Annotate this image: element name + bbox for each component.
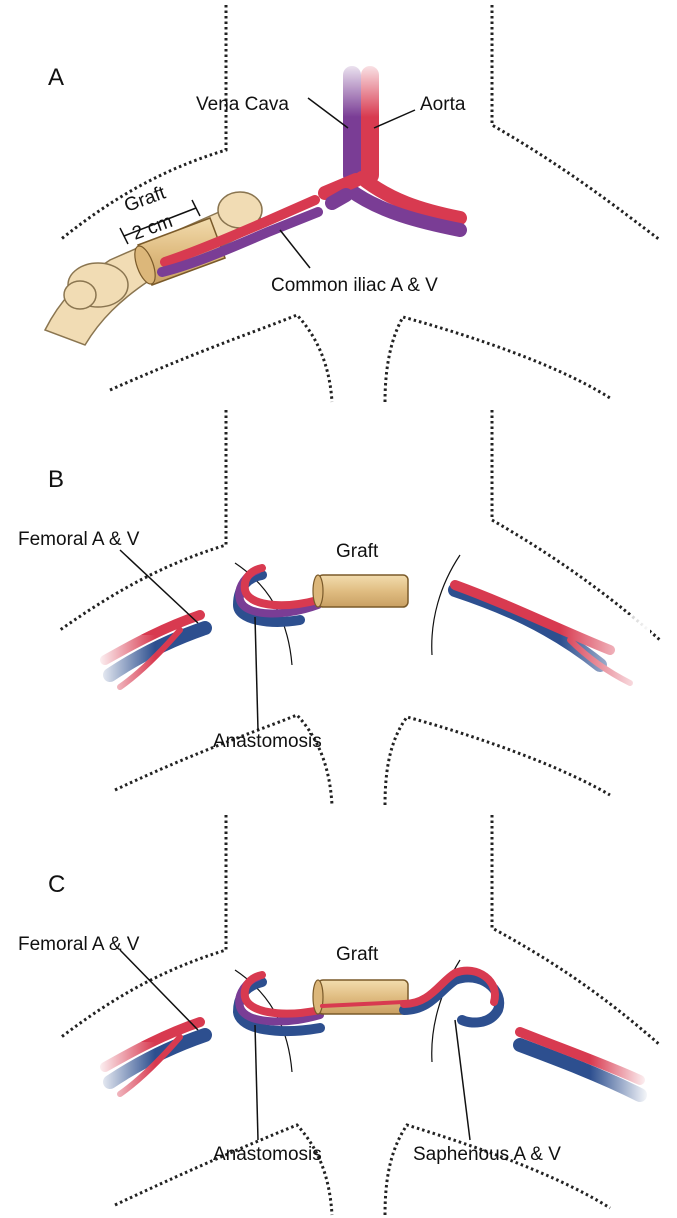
panel-b: B Femoral A & V Graft Anastomosis bbox=[0, 405, 677, 810]
leg-outline-left bbox=[110, 315, 332, 402]
label-saphenous: Saphenous A & V bbox=[413, 1144, 561, 1165]
leader-common-iliac bbox=[280, 230, 310, 268]
label-graft: Graft bbox=[336, 944, 379, 965]
label-vena-cava: Vena Cava bbox=[196, 94, 289, 115]
aorta-vena-cava bbox=[325, 57, 460, 230]
panel-letter-b: B bbox=[48, 466, 64, 493]
graft-segment bbox=[313, 980, 408, 1014]
leader-saphenous bbox=[455, 1020, 470, 1140]
leg-outline-right bbox=[385, 717, 610, 805]
label-graft: Graft bbox=[336, 541, 379, 562]
leg-outline-right bbox=[385, 1125, 610, 1215]
body-outline-left bbox=[60, 815, 226, 1038]
leg-outline-left bbox=[115, 1125, 332, 1215]
panel-c: C Femoral A & V Graft Anastomosis Saphen… bbox=[0, 810, 677, 1218]
label-graft: Graft bbox=[122, 182, 170, 216]
graft-segment bbox=[313, 575, 408, 607]
label-anastomosis: Anastomosis bbox=[213, 731, 322, 752]
panel-b-illustration: B Femoral A & V Graft Anastomosis bbox=[0, 405, 677, 810]
leader-anastomosis bbox=[255, 1025, 258, 1140]
incision-right bbox=[432, 555, 460, 655]
panel-a-illustration: A Vena Cava Aorta Graft 2 cm Common ilia… bbox=[0, 0, 677, 405]
body-outline-left bbox=[60, 410, 226, 630]
vessels-right bbox=[455, 585, 650, 705]
looped-vessels-left bbox=[238, 975, 320, 1031]
femoral-vessels-left bbox=[95, 1022, 205, 1112]
label-anastomosis: Anastomosis bbox=[213, 1144, 322, 1165]
panel-letter-c: C bbox=[48, 871, 65, 898]
panel-a: A Vena Cava Aorta Graft 2 cm Common ilia… bbox=[0, 0, 677, 405]
femoral-vessels-right bbox=[520, 1032, 650, 1115]
label-common-iliac: Common iliac A & V bbox=[271, 275, 438, 296]
label-aorta: Aorta bbox=[420, 94, 466, 115]
femoral-vessels-left bbox=[95, 615, 205, 705]
body-outline-right bbox=[492, 815, 660, 1045]
looped-vessels bbox=[238, 568, 318, 622]
leg-outline-right bbox=[385, 317, 610, 402]
panel-c-illustration: C Femoral A & V Graft Anastomosis Saphen… bbox=[0, 810, 677, 1218]
leader-anastomosis bbox=[255, 617, 258, 730]
label-femoral: Femoral A & V bbox=[18, 529, 140, 550]
saphenous-vessels bbox=[404, 971, 499, 1023]
panel-letter-a: A bbox=[48, 64, 64, 91]
leader-femoral bbox=[120, 550, 198, 623]
label-femoral: Femoral A & V bbox=[18, 934, 140, 955]
leg-outline-left bbox=[115, 715, 332, 805]
body-outline-right bbox=[492, 5, 660, 240]
